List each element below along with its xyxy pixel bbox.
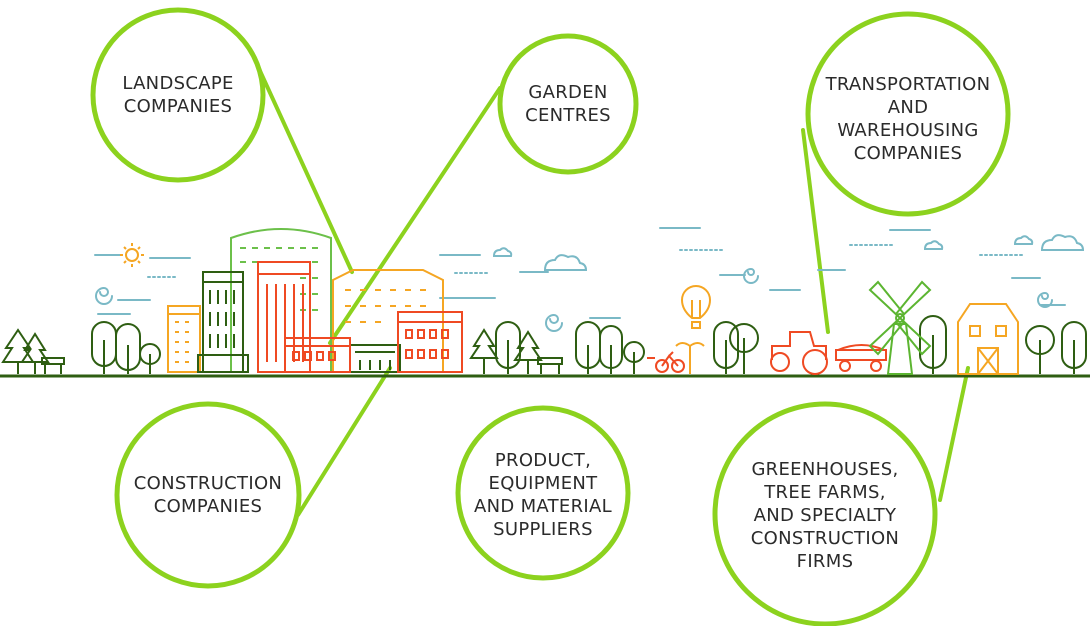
connector-transport — [801, 128, 830, 334]
connector-greenhouses — [938, 366, 970, 502]
circle-garden-centres — [497, 33, 639, 175]
label-construction-companies: CONSTRUCTION COMPANIES — [133, 473, 283, 517]
connector-landscape — [253, 58, 354, 274]
connector-lines — [253, 58, 970, 517]
pine-trees-left — [1, 328, 65, 374]
building-dark-low — [349, 344, 401, 373]
connector-construction — [296, 366, 392, 517]
windmill-icon — [868, 280, 932, 375]
sky-decoration — [94, 227, 1085, 332]
label-greenhouses-tree-farms: GREENHOUSES, TREE FARMS, AND SPECIALTY C… — [750, 458, 900, 572]
building-red-right — [397, 311, 463, 373]
hot-air-balloon-icon — [680, 285, 712, 329]
tractor-icon — [770, 331, 887, 375]
circle-construction-companies — [114, 401, 302, 589]
circle-greenhouses — [712, 401, 938, 626]
label-landscape-companies: LANDSCAPE COMPANIES — [122, 73, 234, 117]
trees-middle — [469, 321, 645, 374]
circle-suppliers — [455, 405, 631, 581]
building-orange-wide — [332, 269, 444, 372]
street-lamp-icon — [675, 342, 705, 374]
label-transportation-warehousing: TRANSPORTATION AND WAREHOUSING COMPANIES — [825, 74, 991, 164]
building-green-tall — [230, 228, 332, 372]
sun-icon — [120, 243, 144, 267]
label-garden-centres: GARDEN CENTRES — [525, 82, 611, 126]
connector-garden — [328, 86, 502, 345]
bicycle-icon — [647, 351, 685, 373]
building-red-low — [284, 337, 351, 373]
building-dark-green — [197, 271, 249, 373]
label-suppliers: PRODUCT, EQUIPMENT AND MATERIAL SUPPLIER… — [474, 450, 612, 540]
building-orange-small — [167, 305, 201, 373]
circle-transportation — [805, 11, 1011, 217]
barn-icon — [957, 303, 1019, 375]
trees-left — [91, 321, 161, 374]
circle-landscape-companies — [90, 7, 266, 183]
trees-right — [713, 315, 1087, 374]
label-circles — [90, 7, 1011, 626]
